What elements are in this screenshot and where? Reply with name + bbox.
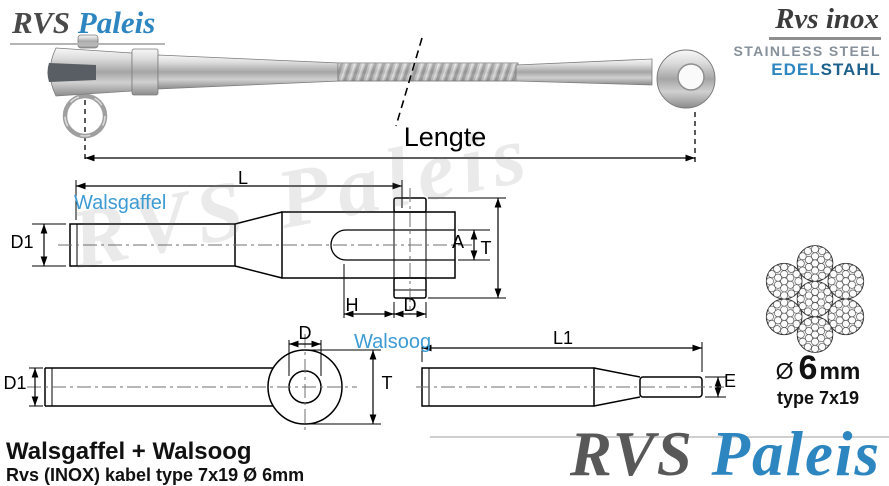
product-title: Walsgaffel + Walsoog: [6, 438, 252, 465]
brand-logo-paleis: Paleis: [77, 5, 156, 40]
break-mark: [395, 37, 423, 127]
eye-drawing: [27, 334, 381, 434]
brand-logo-paleis-large: Paleis: [711, 419, 881, 486]
dim-label-D1-eye: D1: [3, 373, 27, 393]
fork-drawing-label: Walsgaffel: [74, 192, 167, 214]
brand-block-top-right: Rvs inox STAINLESS STEEL EDELSTAHL: [733, 3, 881, 80]
brand-rvs-inox: Rvs inox: [769, 3, 881, 40]
brand-logo-rvs: RVS: [12, 5, 71, 40]
dim-label-H: H: [345, 295, 359, 315]
dim-label-L: L: [237, 168, 248, 188]
dim-label-T-eye: T: [381, 373, 393, 393]
rope-diameter: Ø 6 mm: [750, 349, 886, 388]
stud-drawing: [416, 342, 726, 407]
dim-label-A: A: [451, 232, 464, 252]
product-photo: [47, 34, 716, 162]
brand-stainless-steel: STAINLESS STEEL: [733, 43, 881, 59]
rope-type-label: type 7x19: [776, 388, 860, 408]
diameter-symbol: Ø: [775, 358, 794, 384]
dim-label-D-eye: D: [298, 323, 312, 343]
dim-label-L1: L1: [552, 328, 574, 348]
brand-edelstahl: EDELSTAHL: [733, 60, 881, 80]
dim-label-D1-fork: D1: [10, 232, 34, 252]
brand-logo-rvs-large: RVS: [569, 419, 694, 486]
brand-stahl: STAHL: [820, 60, 881, 79]
eye-drawing-label: Walsoog: [354, 331, 432, 353]
dim-label-E: E: [723, 371, 736, 391]
brand-logo-bottom-right: RVS Paleis: [570, 423, 881, 486]
product-subtitle: Rvs (INOX) kabel type 7x19 Ø 6mm: [6, 465, 305, 485]
length-dimension-label: Lengte: [403, 122, 487, 152]
fork-terminal-photo: [47, 34, 341, 139]
diameter-value: 6: [798, 349, 818, 387]
eye-terminal-photo: [515, 49, 716, 109]
dim-label-T-fork: T: [480, 238, 492, 258]
diameter-unit: mm: [819, 358, 861, 384]
dim-label-D-fork: D: [403, 295, 417, 315]
logo-divider-rule: [430, 436, 889, 438]
brand-logo-top-left: RVS Paleis: [10, 5, 166, 45]
brand-edel: EDEL: [771, 60, 821, 79]
rope-cross-section: [765, 245, 865, 353]
fork-drawing: [32, 180, 506, 318]
wire-rope-photo: [337, 62, 519, 82]
